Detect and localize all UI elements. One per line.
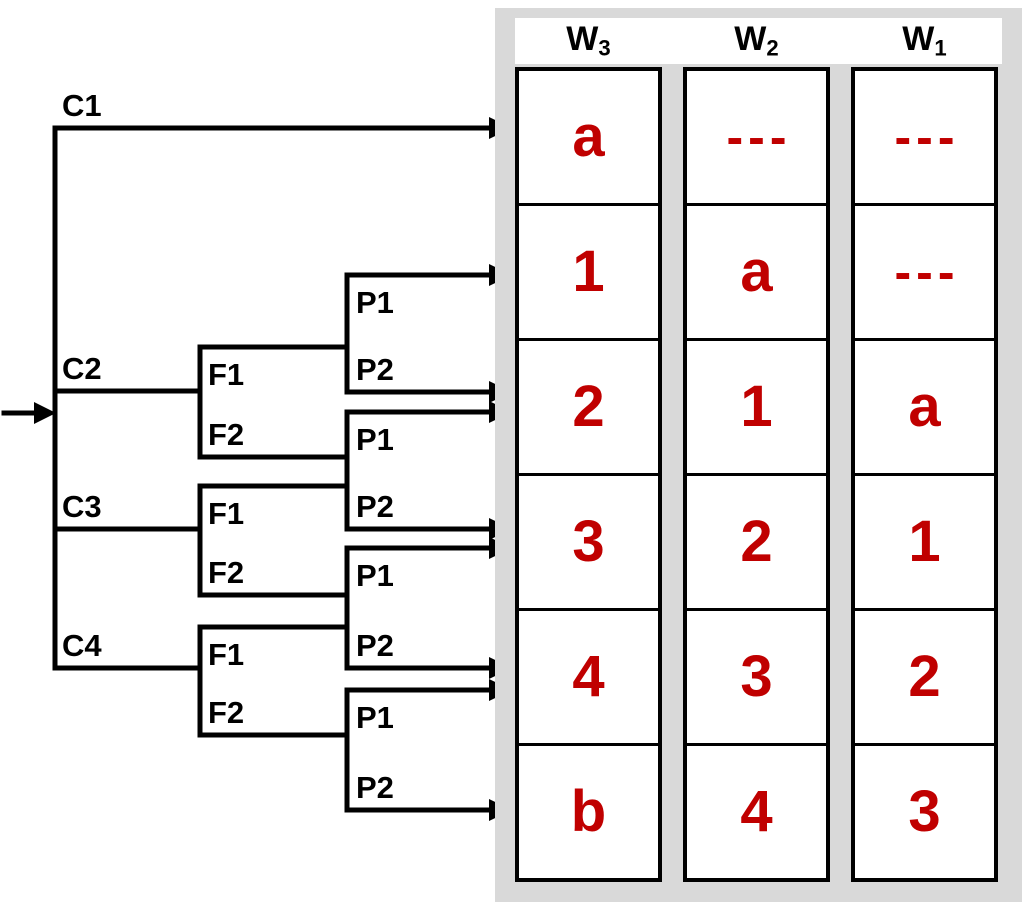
label-c4: C4 xyxy=(62,628,102,663)
cell-w2-row5: 3 xyxy=(687,608,826,743)
input-arrowhead xyxy=(34,402,56,424)
column-header-w1-label: W xyxy=(902,20,935,58)
arrowheads xyxy=(34,117,512,821)
label-p1-b1: P1 xyxy=(356,285,394,320)
label-c3: C3 xyxy=(62,489,102,524)
cell-w2-row2: a xyxy=(687,203,826,338)
cell-w3-row6: b xyxy=(519,743,658,878)
cell-w3-row3: 2 xyxy=(519,338,658,473)
cell-w2-row1: --- xyxy=(726,109,792,165)
label-p1-b3: P1 xyxy=(356,558,394,593)
cell-w3-row5: 4 xyxy=(519,608,658,743)
cell-w1-row6: 3 xyxy=(855,743,994,878)
table-header-strip xyxy=(515,18,1002,64)
label-f1-c3: F1 xyxy=(208,496,245,531)
column-header-w2: W2 xyxy=(683,22,830,60)
cell-w1-row3: a xyxy=(855,338,994,473)
cell-w3-row4: 3 xyxy=(519,473,658,608)
column-header-w3-subscript: 3 xyxy=(598,35,611,61)
cell-w1-row1: --- xyxy=(894,109,960,165)
column-w2: --- a 1 2 3 4 xyxy=(683,67,830,882)
label-p1-b4: P1 xyxy=(356,700,394,735)
column-header-w1: W1 xyxy=(851,22,998,60)
label-p2-b2: P2 xyxy=(356,489,394,524)
cell-w1-row4: 1 xyxy=(855,473,994,608)
cell-w2-row3: 1 xyxy=(687,338,826,473)
column-header-w2-subscript: 2 xyxy=(766,35,779,61)
cell-w2-row6: 4 xyxy=(687,743,826,878)
cell-w1-row5: 2 xyxy=(855,608,994,743)
column-header-w2-label: W xyxy=(734,20,767,58)
column-w3: a 1 2 3 4 b xyxy=(515,67,662,882)
label-p2-b3: P2 xyxy=(356,628,394,663)
label-c1: C1 xyxy=(62,88,102,123)
column-w1: --- --- a 1 2 3 xyxy=(851,67,998,882)
label-f1-c4: F1 xyxy=(208,637,245,672)
window-table-panel: W3 W2 W1 a 1 2 3 4 b --- a 1 2 3 4 --- -… xyxy=(495,8,1022,902)
label-p2-b1: P2 xyxy=(356,352,394,387)
label-f2-c3: F2 xyxy=(208,555,245,590)
cell-w3-row1: a xyxy=(572,104,605,169)
label-f2-c4: F2 xyxy=(208,695,245,730)
column-header-w3: W3 xyxy=(515,22,662,60)
tree-connector-lines xyxy=(1,117,512,821)
label-c2: C2 xyxy=(62,351,102,386)
label-f1-c2: F1 xyxy=(208,357,245,392)
label-p1-b2: P1 xyxy=(356,422,394,457)
column-header-w3-label: W xyxy=(566,20,599,58)
cell-w2-row4: 2 xyxy=(687,473,826,608)
label-f2-c2: F2 xyxy=(208,417,245,452)
label-p2-b4: P2 xyxy=(356,770,394,805)
column-header-w1-subscript: 1 xyxy=(934,35,947,61)
cell-w3-row2: 1 xyxy=(519,203,658,338)
cell-w1-row2: --- xyxy=(855,203,994,338)
